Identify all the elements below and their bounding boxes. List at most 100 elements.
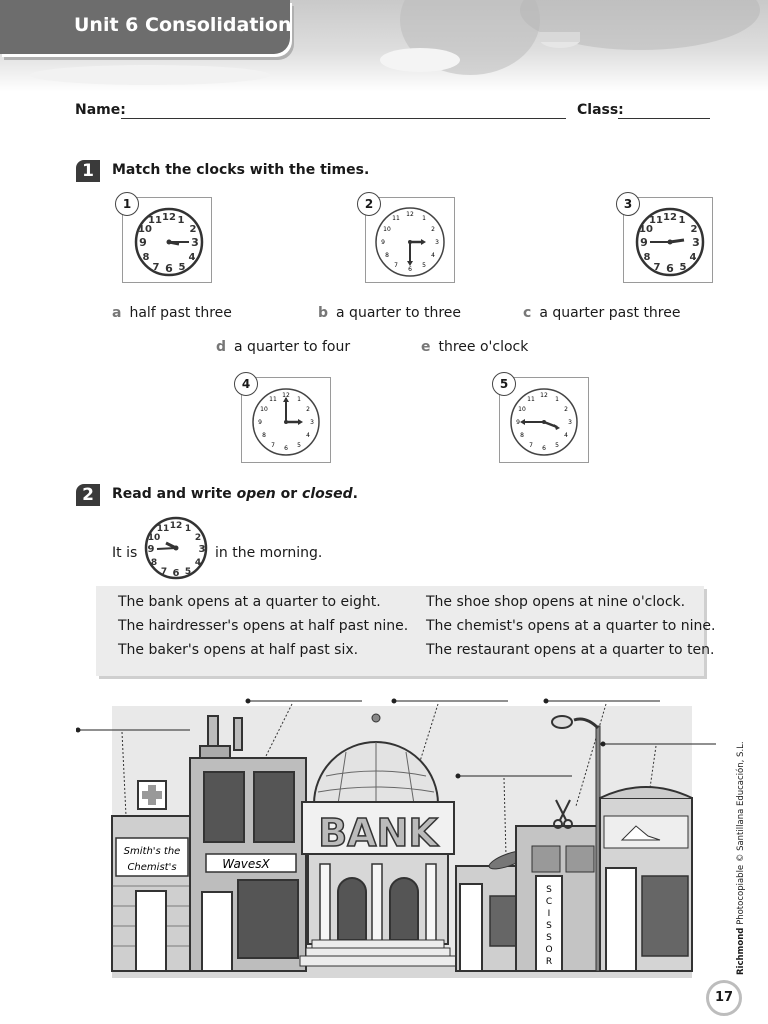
option-c-text: a quarter past three xyxy=(539,305,681,321)
svg-text:6: 6 xyxy=(408,266,412,273)
clock-2-number: 2 xyxy=(357,192,381,216)
svg-text:11: 11 xyxy=(148,215,162,226)
svg-text:1: 1 xyxy=(185,524,191,534)
morning-clock-icon: 12 11 1 10 2 9 3 8 4 7 6 5 xyxy=(144,516,208,580)
svg-text:11: 11 xyxy=(392,215,400,222)
svg-text:9: 9 xyxy=(640,236,648,249)
svg-text:3: 3 xyxy=(692,236,700,249)
sentence-hairdressers: The hairdresser's opens at half past nin… xyxy=(118,618,409,634)
svg-text:2: 2 xyxy=(564,406,568,413)
svg-text:12: 12 xyxy=(170,521,183,531)
svg-text:11: 11 xyxy=(527,396,535,403)
svg-text:10: 10 xyxy=(148,533,161,543)
svg-text:1: 1 xyxy=(555,396,559,403)
clock-3-box: 12 11 1 10 2 9 3 8 4 7 6 5 xyxy=(623,197,713,283)
svg-text:4: 4 xyxy=(564,432,568,439)
svg-text:6: 6 xyxy=(666,262,674,275)
clock-4-number: 4 xyxy=(234,372,258,396)
svg-text:1: 1 xyxy=(178,215,185,226)
name-label: Name: xyxy=(75,102,126,118)
svg-text:10: 10 xyxy=(383,226,391,233)
svg-text:7: 7 xyxy=(654,262,661,273)
scissors-sign: S xyxy=(546,885,552,895)
class-label: Class: xyxy=(577,102,624,118)
svg-text:7: 7 xyxy=(153,262,160,273)
sentence-shoe-shop: The shoe shop opens at nine o'clock. xyxy=(426,594,686,610)
svg-text:S: S xyxy=(546,933,552,943)
svg-text:7: 7 xyxy=(161,567,167,577)
svg-text:8: 8 xyxy=(644,252,651,263)
name-field[interactable] xyxy=(121,118,566,119)
svg-text:6: 6 xyxy=(165,262,173,275)
svg-text:1: 1 xyxy=(679,215,686,226)
svg-text:3: 3 xyxy=(435,239,439,246)
svg-text:4: 4 xyxy=(431,252,435,259)
clock-5-face-icon: 12 11 1 10 2 9 3 8 4 7 6 5 xyxy=(510,388,578,456)
street-illustration: Smith's the Chemist's WavesX BANK S C I … xyxy=(76,698,716,978)
option-e: e three o'clock xyxy=(421,339,528,355)
class-field[interactable] xyxy=(618,118,710,119)
svg-text:9: 9 xyxy=(258,419,262,426)
header-decoration xyxy=(30,0,760,85)
option-c: c a quarter past three xyxy=(523,305,680,321)
svg-text:3: 3 xyxy=(568,419,572,426)
clock-3-face-icon: 12 11 1 10 2 9 3 8 4 7 6 5 xyxy=(635,207,705,277)
svg-text:12: 12 xyxy=(406,211,414,218)
chemists-sign-line2: Chemist's xyxy=(127,862,176,873)
svg-text:2: 2 xyxy=(306,406,310,413)
svg-text:11: 11 xyxy=(649,215,663,226)
clock-1-number: 1 xyxy=(115,192,139,216)
option-d-text: a quarter to four xyxy=(234,339,351,355)
svg-text:1: 1 xyxy=(297,396,301,403)
clock-1-box: 12 11 1 10 2 9 3 8 4 7 6 5 xyxy=(122,197,212,283)
svg-text:4: 4 xyxy=(195,558,201,568)
sentences-panel: The bank opens at a quarter to eight. Th… xyxy=(96,586,715,676)
option-e-text: three o'clock xyxy=(438,339,529,355)
svg-text:5: 5 xyxy=(297,442,301,449)
option-b-text: a quarter to three xyxy=(336,305,462,321)
svg-text:12: 12 xyxy=(282,392,290,399)
sentence-chemists: The chemist's opens at a quarter to nine… xyxy=(426,618,716,634)
publisher-name: Richmond xyxy=(736,927,746,975)
svg-text:O: O xyxy=(545,945,552,955)
svg-text:7: 7 xyxy=(529,442,533,449)
option-c-letter: c xyxy=(523,305,532,321)
clock-4-box: 12 11 1 10 2 9 3 8 4 7 6 5 xyxy=(241,377,331,463)
instr-or: or xyxy=(275,486,303,502)
clock-2-box: 12 11 1 10 2 9 3 8 4 7 6 5 xyxy=(365,197,455,283)
svg-text:10: 10 xyxy=(260,406,268,413)
sentence-restaurant: The restaurant opens at a quarter to ten… xyxy=(426,642,715,658)
svg-text:5: 5 xyxy=(422,262,426,269)
exercise-1-number: 1 xyxy=(76,160,100,182)
clock-5-number: 5 xyxy=(492,372,516,396)
page-number: 17 xyxy=(706,980,742,1016)
svg-text:2: 2 xyxy=(691,224,698,235)
exercise-1-instruction: Match the clocks with the times. xyxy=(112,162,370,178)
exercise-2-instruction: Read and write open or closed. xyxy=(112,486,358,502)
svg-text:6: 6 xyxy=(173,568,180,579)
svg-text:R: R xyxy=(546,957,552,967)
svg-text:10: 10 xyxy=(138,224,152,235)
svg-text:9: 9 xyxy=(139,236,147,249)
svg-text:4: 4 xyxy=(306,432,310,439)
clock-1-face-icon: 12 11 1 10 2 9 3 8 4 7 6 5 xyxy=(134,207,204,277)
waves-sign: WavesX xyxy=(222,857,270,871)
svg-text:10: 10 xyxy=(518,406,526,413)
svg-text:9: 9 xyxy=(516,419,520,426)
svg-text:4: 4 xyxy=(189,252,196,263)
svg-text:8: 8 xyxy=(262,432,266,439)
answer-lines xyxy=(76,698,716,779)
in-the-morning-text: in the morning. xyxy=(215,545,323,561)
svg-text:I: I xyxy=(548,909,551,919)
instr-open: open xyxy=(236,486,276,502)
svg-text:10: 10 xyxy=(639,224,653,235)
svg-text:4: 4 xyxy=(690,252,697,263)
svg-text:6: 6 xyxy=(284,445,288,452)
svg-text:2: 2 xyxy=(195,533,201,543)
instr-closed: closed xyxy=(302,486,353,502)
option-e-letter: e xyxy=(421,339,431,355)
svg-text:1: 1 xyxy=(422,215,426,222)
